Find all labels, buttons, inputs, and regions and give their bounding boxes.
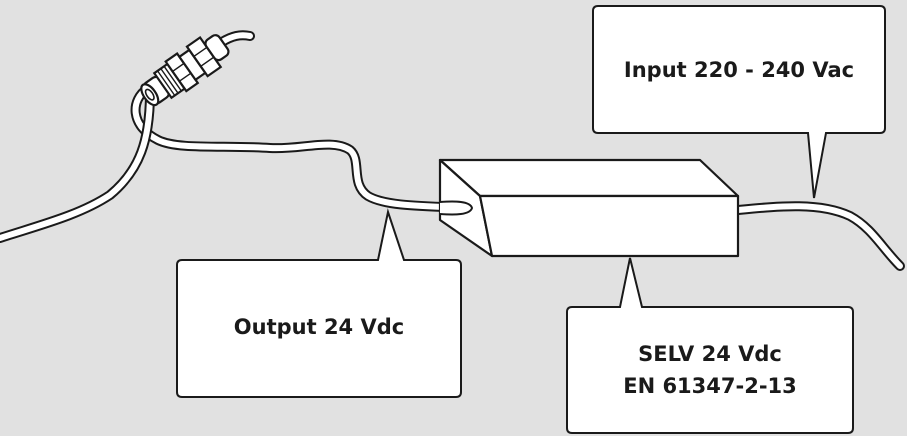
output-cable [130, 83, 475, 213]
callout-output [176, 208, 462, 398]
power-supply-box [438, 158, 740, 258]
input-label: Input 220 - 240 Vac [593, 54, 885, 86]
cable-connector [140, 34, 230, 107]
connector-tail-cable [0, 87, 155, 243]
callout-input [592, 5, 886, 199]
input-cable [733, 201, 905, 271]
selv-label: SELV 24 Vdc EN 61347-2-13 [567, 338, 853, 402]
selv-label-line1: SELV 24 Vdc [638, 342, 782, 366]
output-label-text: Output 24 Vdc [233, 315, 405, 339]
output-label: Output 24 Vdc [177, 311, 461, 343]
input-label-text: Input 220 - 240 Vac [623, 58, 855, 82]
callout-selv [566, 257, 854, 434]
selv-label-line2: EN 61347-2-13 [623, 374, 797, 398]
connector-stub-cable [217, 30, 255, 47]
